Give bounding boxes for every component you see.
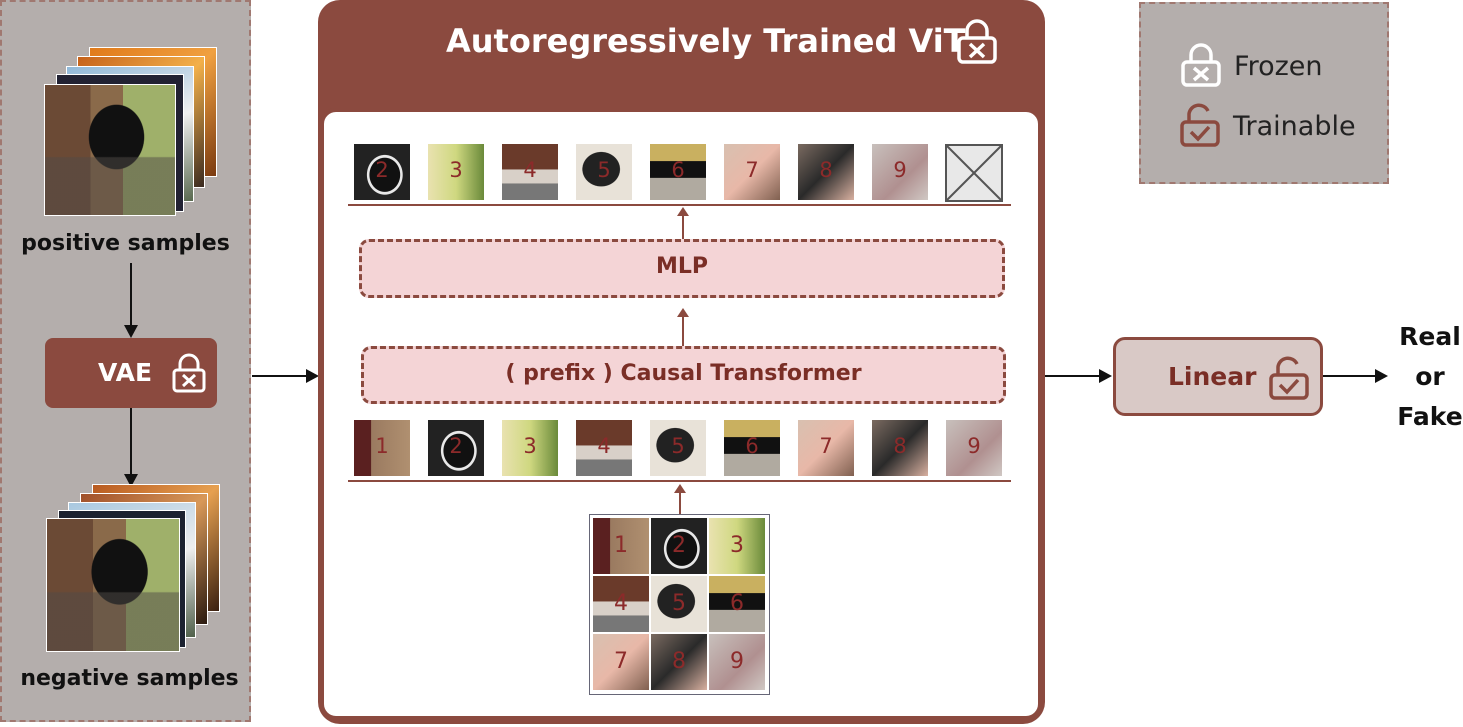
output-token: 9 (872, 144, 928, 200)
input-token: 2 (428, 420, 484, 476)
token-number: 3 (449, 158, 463, 182)
token-number: 3 (523, 434, 537, 458)
grid-patch: 9 (708, 633, 766, 691)
token-number: 8 (819, 158, 833, 182)
token-number: 2 (449, 434, 463, 458)
arrow-up-icon (677, 308, 689, 346)
vae-label: VAE (98, 358, 153, 387)
input-token: 4 (576, 420, 632, 476)
lock-frozen-icon (172, 353, 206, 393)
token-number: 5 (597, 158, 611, 182)
patch-number: 3 (730, 533, 744, 558)
patch-number: 9 (730, 649, 744, 674)
output-token: 3 (428, 144, 484, 200)
patch-number: 7 (614, 649, 628, 674)
arrow-down-icon (124, 408, 138, 487)
patch-number: 4 (614, 591, 628, 616)
lock-frozen-icon (957, 19, 997, 64)
mlp-label: MLP (655, 254, 709, 279)
causal-transformer-block (361, 346, 1006, 404)
input-token: 5 (650, 420, 706, 476)
input-token: 6 (724, 420, 780, 476)
grid-patch: 5 (650, 575, 708, 633)
output-token: 6 (650, 144, 706, 200)
token-number: 7 (819, 434, 833, 458)
output-token: 2 (354, 144, 410, 200)
input-token: 9 (946, 420, 1002, 476)
lock-trainable-icon (1180, 103, 1220, 147)
vit-title: Autoregressively Trained ViT (446, 22, 966, 60)
lock-frozen-icon (1181, 43, 1221, 87)
arrow-up-icon (674, 484, 686, 516)
arrow-right-icon (1323, 369, 1388, 383)
grid-patch: 2 (650, 517, 708, 575)
legend-frozen-label: Frozen (1234, 51, 1323, 82)
output-or-label: or (1415, 362, 1445, 391)
output-fake-label: Fake (1397, 402, 1463, 431)
patch-number: 5 (672, 591, 686, 616)
token-number: 5 (671, 434, 685, 458)
patch-number: 2 (672, 533, 686, 558)
legend-panel (1139, 2, 1389, 184)
arrow-up-icon (677, 207, 689, 239)
positive-sample-image (44, 84, 176, 216)
token-number: 7 (745, 158, 759, 182)
empty-token-icon (945, 144, 1003, 202)
vae-block (45, 338, 217, 408)
negative-samples-stack (46, 484, 221, 654)
grid-patch: 1 (592, 517, 650, 575)
patch-number: 8 (672, 649, 686, 674)
token-number: 6 (745, 434, 759, 458)
grid-patch: 8 (650, 633, 708, 691)
grid-patch: 6 (708, 575, 766, 633)
token-number: 8 (893, 434, 907, 458)
output-real-label: Real (1399, 322, 1461, 351)
output-token: 7 (724, 144, 780, 200)
mlp-block (359, 239, 1005, 298)
token-number: 4 (597, 434, 611, 458)
negative-sample-image (46, 518, 180, 652)
patch-grid: 1 2 3 4 5 6 7 8 9 (589, 514, 770, 695)
grid-patch: 7 (592, 633, 650, 691)
input-token: 7 (798, 420, 854, 476)
output-token: 5 (576, 144, 632, 200)
arrow-right-icon (1045, 369, 1112, 383)
token-number: 2 (375, 158, 389, 182)
token-number: 9 (967, 434, 981, 458)
positive-samples-stack (44, 44, 219, 216)
arrow-down-icon (124, 263, 138, 338)
causal-transformer-label: ( prefix ) Causal Transformer (505, 361, 862, 386)
token-number: 6 (671, 158, 685, 182)
token-number: 4 (523, 158, 537, 182)
output-token: 8 (798, 144, 854, 200)
input-token: 1 (354, 420, 410, 476)
grid-patch: 4 (592, 575, 650, 633)
patch-number: 1 (614, 533, 628, 558)
arrow-right-icon (252, 369, 319, 383)
input-row-divider (348, 480, 1011, 482)
positive-samples-label: positive samples (21, 231, 230, 256)
token-number: 9 (893, 158, 907, 182)
lock-trainable-icon (1269, 356, 1309, 400)
token-number: 1 (375, 434, 389, 458)
output-token: 4 (502, 144, 558, 200)
grid-patch: 3 (708, 517, 766, 575)
negative-samples-label: negative samples (20, 666, 239, 691)
input-token: 3 (502, 420, 558, 476)
output-row-divider (348, 204, 1011, 206)
input-token: 8 (872, 420, 928, 476)
patch-number: 6 (730, 591, 744, 616)
legend-trainable-label: Trainable (1233, 111, 1356, 142)
linear-label: Linear (1168, 362, 1257, 391)
